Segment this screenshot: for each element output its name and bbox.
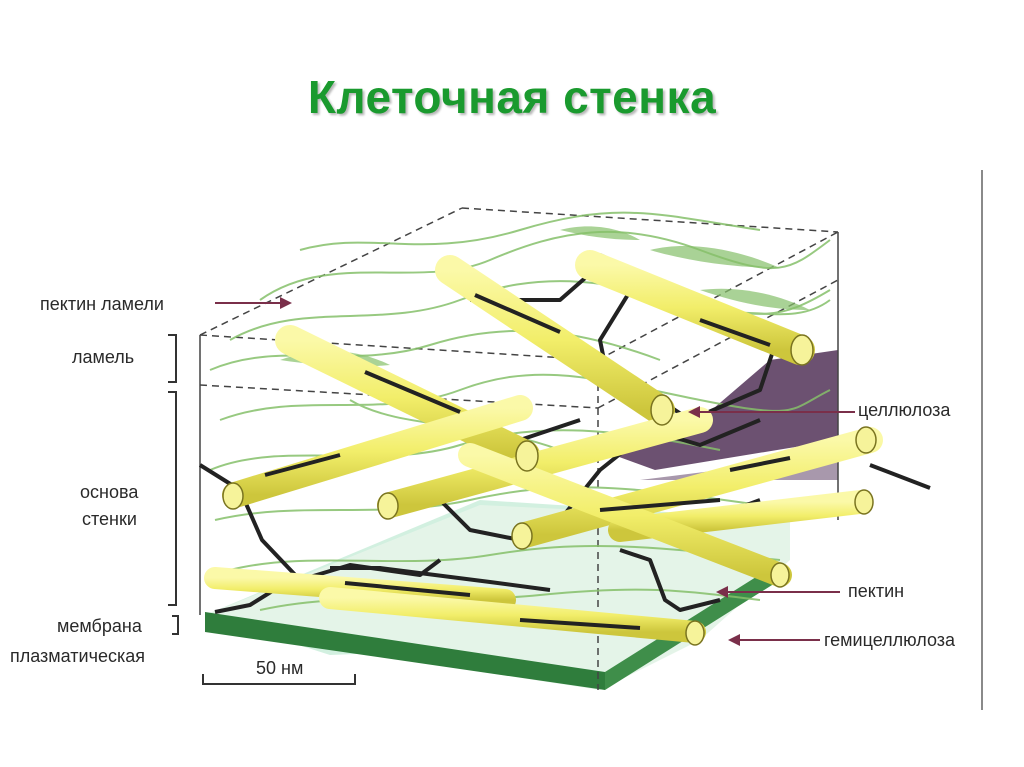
label-lamella: ламель bbox=[72, 347, 135, 367]
label-wall-base-1: основа bbox=[80, 482, 139, 502]
label-wall-base-2: стенки bbox=[82, 509, 137, 529]
scale-bar bbox=[202, 674, 356, 685]
label-cellulose: целлюлоза bbox=[858, 400, 951, 420]
page-title: Клеточная стенка bbox=[307, 71, 717, 123]
label-pectin-lamella: пектин ламели bbox=[40, 294, 164, 314]
cellulose-rod bbox=[377, 407, 713, 518]
right-rule bbox=[981, 170, 983, 710]
lamella-bracket bbox=[168, 334, 177, 383]
label-membrane-1: мембрана bbox=[57, 616, 142, 636]
label-hemicellulose: гемицеллюлоза bbox=[824, 630, 956, 650]
cellulose-rod bbox=[204, 567, 516, 611]
cellulose-rod bbox=[458, 443, 792, 587]
cellulose-rod bbox=[275, 325, 540, 470]
cellulose-rod bbox=[435, 255, 675, 425]
label-membrane-2: плазматическая bbox=[10, 646, 146, 666]
back-wall bbox=[600, 282, 838, 470]
label-pectin: пектин bbox=[848, 581, 905, 601]
cellulose-rod bbox=[222, 395, 533, 508]
hemicellulose-overlay bbox=[264, 293, 791, 630]
cellulose-rod bbox=[512, 427, 883, 548]
wall-base-bracket bbox=[168, 391, 177, 606]
brackets bbox=[168, 334, 179, 635]
cellulose-rod bbox=[575, 250, 815, 365]
cellulose-rods bbox=[204, 250, 883, 643]
membrane-top bbox=[205, 612, 605, 690]
box-outline bbox=[199, 207, 839, 690]
membrane-bracket bbox=[172, 615, 179, 635]
label-arrowheads bbox=[280, 297, 740, 646]
rod-ends bbox=[222, 334, 877, 646]
label-pointers bbox=[215, 302, 855, 641]
label-scale: 50 нм bbox=[256, 658, 304, 678]
